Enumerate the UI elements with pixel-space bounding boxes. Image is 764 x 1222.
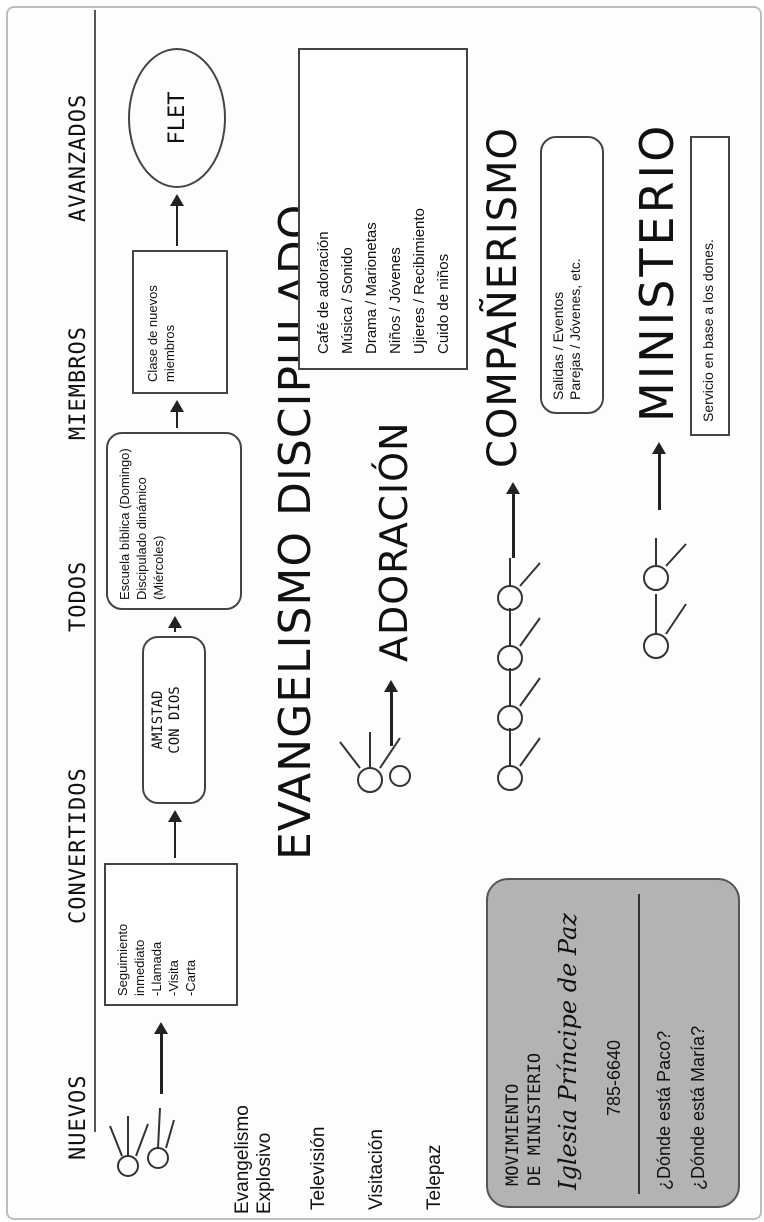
info-question-maria: ¿Dónde está María? xyxy=(688,1025,708,1190)
flet-label: FLET xyxy=(164,91,190,145)
ministerio-arrowhead xyxy=(652,442,666,454)
evangelism-arrow-line xyxy=(160,1030,163,1094)
label-visitacion: Visitación xyxy=(366,1129,387,1210)
info-phone: 785-6640 xyxy=(604,1039,624,1116)
info-church-name: Iglesia Príncipe de Paz xyxy=(554,913,582,1190)
activities-box: Café de adoración Música / Sonido Drama … xyxy=(298,48,468,370)
header-underline xyxy=(94,10,96,1132)
label-television: Televisión xyxy=(308,1126,329,1210)
ministerio-arrow-line xyxy=(658,450,661,510)
stage-nuevos: NUEVOS xyxy=(66,1074,91,1160)
stage-miembros: MIEMBROS xyxy=(66,326,91,440)
stage-avanzados: AVANZADOS xyxy=(66,93,91,222)
title-adoracion: ADORACIÓN xyxy=(372,421,416,662)
stage-convertidos: CONVERTIDOS xyxy=(66,767,91,924)
title-ministerio: MINISTERIO xyxy=(630,122,684,422)
figure-group-evangelism xyxy=(109,1107,175,1177)
flow-arrowhead-4 xyxy=(170,194,184,206)
flow-box-escuela: Escuela bíblica (Domingo) Discipulado di… xyxy=(106,432,242,610)
evangelism-arrowhead xyxy=(154,1022,168,1034)
info-heading: MOVIMIENTO DE MINISTERIO xyxy=(503,1052,545,1186)
flow-ellipse-flet: FLET xyxy=(128,48,226,188)
label-evangelismo-explosivo: Evangelismo Explosivo xyxy=(232,1105,275,1214)
flow-box-amistad: AMISTAD CON DIOS xyxy=(142,636,206,804)
info-question-paco: ¿Dónde está Paco? xyxy=(654,1030,674,1190)
companerismo-box: Salidas / Eventos Parejas / Jóvenes, etc… xyxy=(540,136,604,414)
label-telepaz: Telepaz xyxy=(424,1144,445,1211)
flow-arrowhead-2 xyxy=(168,616,182,628)
flow-arrowhead-3 xyxy=(170,400,184,412)
figure-group-ministerio xyxy=(643,538,687,659)
figure-adoracion xyxy=(339,732,411,793)
title-companerismo: COMPAÑERISMO xyxy=(480,126,526,468)
ministerio-box: Servicio en base a los dones. xyxy=(690,136,730,436)
info-divider xyxy=(638,894,640,1194)
figure-group-companerismo xyxy=(497,558,541,791)
info-box: MOVIMIENTO DE MINISTERIO Iglesia Príncip… xyxy=(486,878,740,1208)
flow-box-nuevos-miembros: Clase de nuevos miembros xyxy=(132,250,228,394)
adoracion-arrowhead xyxy=(384,680,398,692)
flow-arrowhead-1 xyxy=(168,810,182,822)
flow-box-seguimiento: Seguimiento inmediato -Llamada -Visita -… xyxy=(104,863,238,1006)
stage-todos: TODOS xyxy=(66,560,91,632)
companerismo-arrowhead xyxy=(506,482,520,494)
